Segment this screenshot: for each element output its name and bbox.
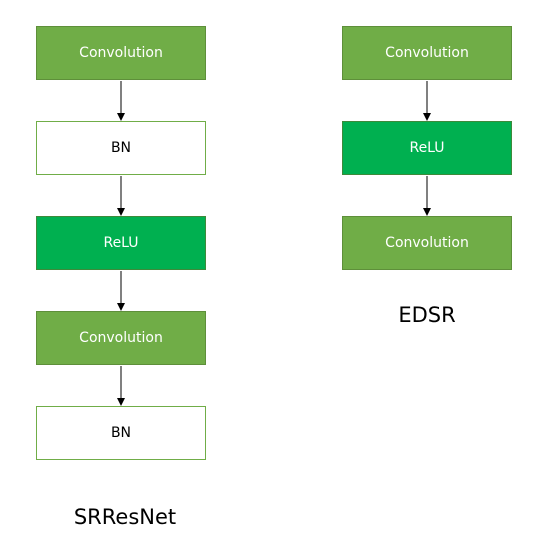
edsr-conv-block-2: Convolution — [342, 216, 512, 270]
block-label: BN — [110, 140, 132, 156]
block-label: Convolution — [385, 235, 469, 251]
srresnet-conv-block-2: Convolution — [36, 311, 206, 365]
edsr-title: EDSR — [398, 303, 456, 327]
srresnet-title: SRResNet — [73, 505, 177, 529]
srresnet-relu-block: ReLU — [36, 216, 206, 270]
block-label: Convolution — [385, 45, 469, 61]
edsr-conv-block-1: Convolution — [342, 26, 512, 80]
block-label: ReLU — [103, 235, 139, 251]
edsr-relu-block: ReLU — [342, 121, 512, 175]
block-label: BN — [110, 425, 132, 441]
block-label: Convolution — [79, 45, 163, 61]
srresnet-bn-block-1: BN — [36, 121, 206, 175]
block-label: Convolution — [79, 330, 163, 346]
srresnet-conv-block-1: Convolution — [36, 26, 206, 80]
block-label: ReLU — [409, 140, 445, 156]
srresnet-bn-block-2: BN — [36, 406, 206, 460]
